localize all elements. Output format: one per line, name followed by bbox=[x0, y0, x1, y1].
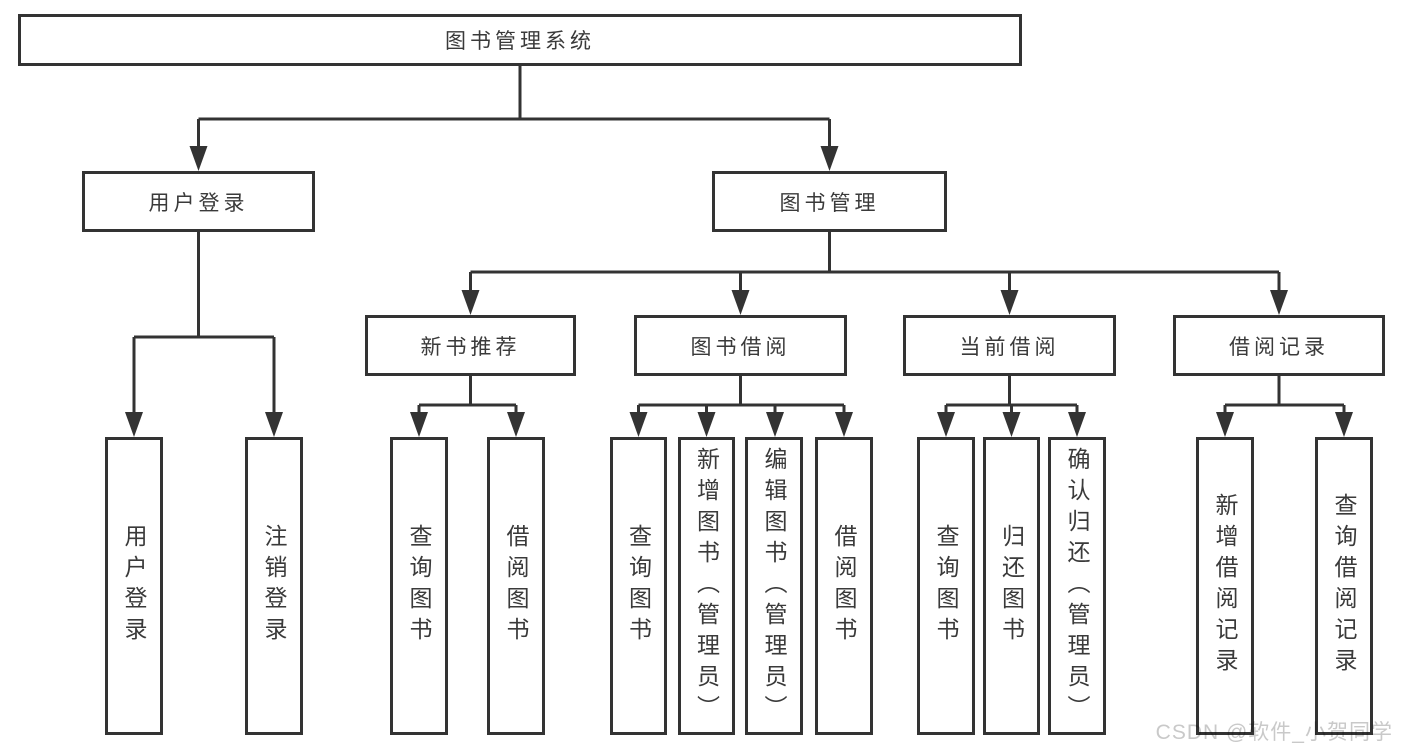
arrow-icon bbox=[461, 290, 480, 315]
leaf-records-query-record: 查询借阅记录 bbox=[1315, 437, 1373, 735]
arrow-icon bbox=[507, 412, 525, 437]
arrow-icon bbox=[1068, 412, 1086, 437]
leaf-logout: 注销登录 bbox=[245, 437, 303, 735]
arrow-icon bbox=[1002, 412, 1021, 437]
node-user-login: 用户登录 bbox=[82, 171, 315, 232]
arrow-icon bbox=[410, 412, 428, 437]
arrow-icon bbox=[265, 412, 283, 437]
connector-paths bbox=[132, 66, 1346, 416]
node-book-management: 图书管理 bbox=[712, 171, 947, 232]
leaf-user-login: 用户登录 bbox=[105, 437, 163, 735]
leaf-newbook-query-books: 查询图书 bbox=[390, 437, 448, 735]
arrow-icon bbox=[1216, 412, 1234, 437]
node-current-borrow: 当前借阅 bbox=[903, 315, 1116, 376]
node-new-book-recommend: 新书推荐 bbox=[365, 315, 576, 376]
arrow-icon bbox=[1270, 290, 1288, 315]
leaf-borrow-add-books-admin: 新增图书（管理员） bbox=[678, 437, 735, 735]
node-book-borrow: 图书借阅 bbox=[634, 315, 847, 376]
arrow-icon bbox=[697, 412, 716, 437]
arrow-icon bbox=[766, 412, 784, 437]
node-root: 图书管理系统 bbox=[18, 14, 1022, 66]
arrow-icon bbox=[937, 412, 955, 437]
leaf-current-confirm-return-admin: 确认归还（管理员） bbox=[1048, 437, 1106, 735]
arrow-icon bbox=[1000, 290, 1019, 315]
leaf-current-return-books: 归还图书 bbox=[983, 437, 1040, 735]
leaf-newbook-borrow-books: 借阅图书 bbox=[487, 437, 545, 735]
leaf-borrow-edit-books-admin: 编辑图书（管理员） bbox=[745, 437, 803, 735]
leaf-borrow-borrow-books: 借阅图书 bbox=[815, 437, 873, 735]
arrow-icon bbox=[731, 290, 750, 315]
arrow-icon bbox=[125, 412, 143, 437]
arrow-icon bbox=[1335, 412, 1353, 437]
leaf-borrow-query-books: 查询图书 bbox=[610, 437, 667, 735]
leaf-records-add-record: 新增借阅记录 bbox=[1196, 437, 1254, 735]
arrow-icon bbox=[189, 146, 208, 171]
leaf-current-query-books: 查询图书 bbox=[917, 437, 975, 735]
arrow-icon bbox=[835, 412, 853, 437]
arrowheads bbox=[125, 146, 1353, 437]
csdn-watermark: CSDN @软件_小贺同学 bbox=[1155, 721, 1393, 744]
arrow-icon bbox=[820, 146, 839, 171]
arrow-icon bbox=[629, 412, 648, 437]
node-borrow-records: 借阅记录 bbox=[1173, 315, 1385, 376]
